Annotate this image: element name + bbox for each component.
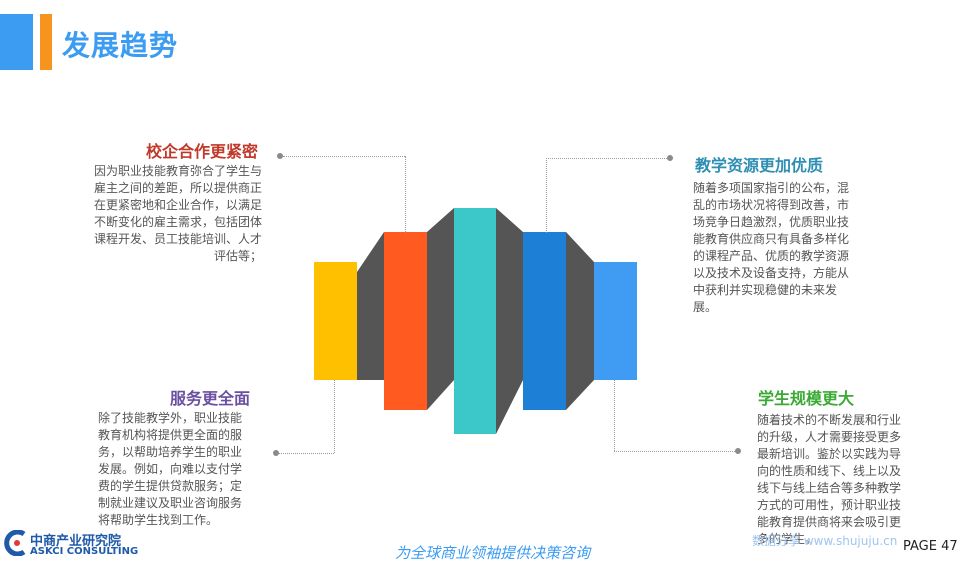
bar-3 xyxy=(454,208,496,434)
bar-2 xyxy=(384,232,427,410)
connector-line-bottom-left-h xyxy=(279,453,334,454)
section-body-bottom-left: 除了技能教学外，职业技能教育机构将提供更全面的服务，以帮助培养学生的职业发展。例… xyxy=(98,411,243,527)
connector-dot-top-left xyxy=(277,153,283,159)
connector-dot-bottom-right xyxy=(735,448,741,454)
footer-slogan: 为全球商业领袖提供决策咨询 xyxy=(395,544,591,562)
connector-line-top-left-h xyxy=(283,156,405,157)
bar-4 xyxy=(523,232,566,410)
connector-line-top-left-v xyxy=(405,156,406,234)
logo-name-en: ASKCI CONSULTING xyxy=(30,546,139,557)
connector-line-top-right-h xyxy=(546,158,667,159)
logo-name-cn: 中商产业研究院 xyxy=(30,534,122,549)
connector-1 xyxy=(357,232,384,380)
page-number: PAGE 47 xyxy=(903,539,958,554)
section-body-bottom-right: 随着技术的不断发展和行业的升级，人才需要接受更多最新培训。鉴於以实践为导向的性质… xyxy=(757,413,902,546)
section-title-bottom-left: 服务更全面 xyxy=(169,389,250,408)
page-title: 发展趋势 xyxy=(62,29,179,62)
bars-diagram xyxy=(314,208,637,434)
section-body-top-left: 因为职业技能教育弥合了学生与雇主之间的差距，所以提供商正在更紧密地和企业合作，以… xyxy=(93,164,262,263)
connector-dot-top-right xyxy=(667,155,673,161)
bar-5 xyxy=(594,262,637,380)
section-title-top-left: 校企合作更紧密 xyxy=(145,142,258,161)
connector-line-bottom-right-h xyxy=(614,451,735,452)
bar-1 xyxy=(314,262,357,380)
connector-3 xyxy=(496,208,523,434)
connector-line-bottom-left-v xyxy=(334,380,335,453)
section-title-bottom-right: 学生规模更大 xyxy=(758,389,855,408)
company-logo-icon xyxy=(4,530,26,556)
section-body-top-right: 随着多项国家指引的公布，混乱的市场状况将得到改善，市场竞争日趋激烈，优质职业技能… xyxy=(693,181,850,314)
title-accent-bar-blue xyxy=(0,14,33,70)
connector-dot-bottom-left xyxy=(273,450,279,456)
section-title-top-right: 教学资源更加优质 xyxy=(695,156,824,175)
connector-line-top-right-v xyxy=(546,158,547,233)
connector-2 xyxy=(427,208,454,410)
connector-4 xyxy=(566,232,594,410)
title-accent-bar-orange xyxy=(40,14,52,70)
watermark: 数据分享 www.shujuju.cn xyxy=(752,534,898,548)
connector-line-bottom-right-v xyxy=(614,380,615,451)
